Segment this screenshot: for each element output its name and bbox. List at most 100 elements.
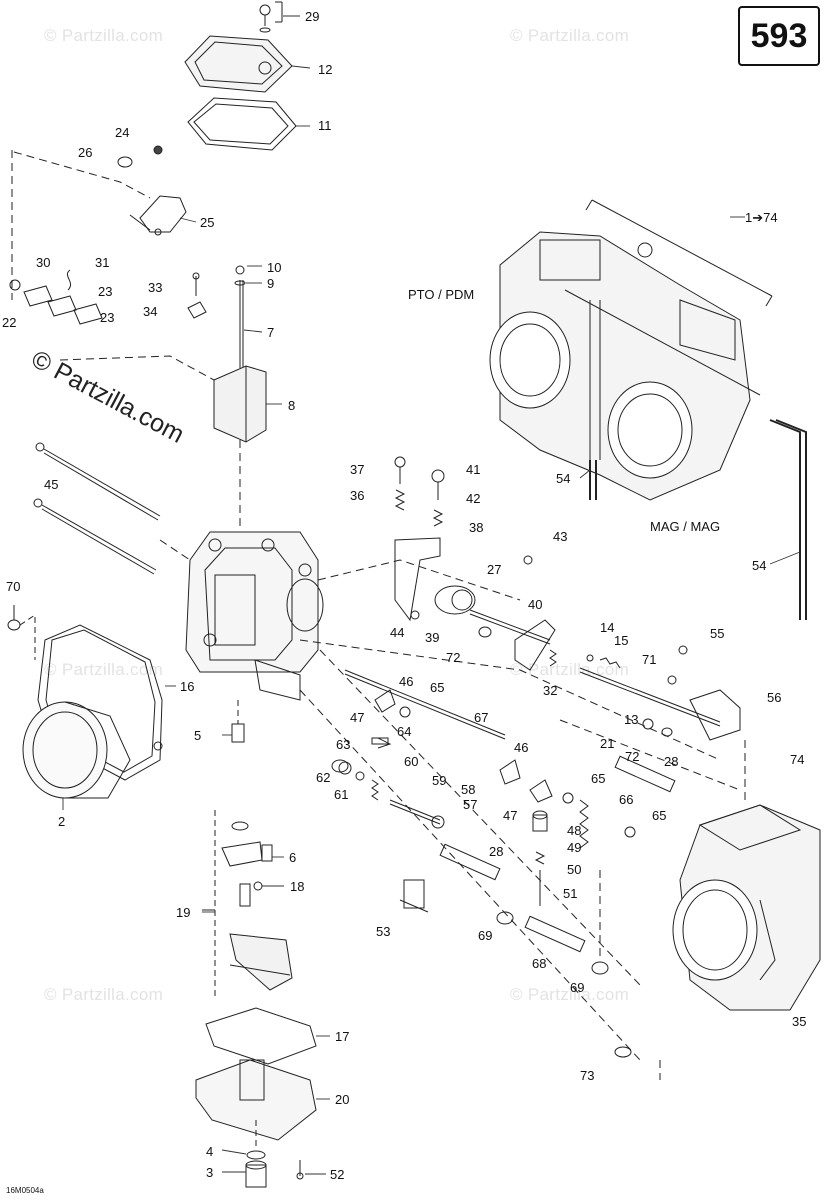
callout-43: 43 <box>553 529 567 544</box>
callout-29: 29 <box>305 9 319 24</box>
watermark: © Partzilla.com <box>44 985 164 1004</box>
spring-part-31 <box>66 269 72 291</box>
callout-51: 51 <box>563 886 577 901</box>
callout-71: 71 <box>642 652 656 667</box>
callout-72: 72 <box>446 650 460 665</box>
bushing-part-26 <box>117 156 133 168</box>
clip-part-30 <box>9 279 21 291</box>
callout-53: 53 <box>376 924 390 939</box>
part-62 <box>338 761 352 775</box>
callout-9: 9 <box>267 276 274 291</box>
callout-55: 55 <box>710 626 724 641</box>
callout-46: 46 <box>399 674 413 689</box>
callout-16: 16 <box>180 679 194 694</box>
callout-17: 17 <box>335 1029 349 1044</box>
intake-adapter-part-2 <box>22 701 131 799</box>
callout-21: 21 <box>600 736 614 751</box>
screw-part-33 <box>192 272 200 296</box>
callout-31: 31 <box>95 255 109 270</box>
carburetor-part-35 <box>672 804 821 1011</box>
callout-47: 47 <box>350 710 364 725</box>
callout-30: 30 <box>36 255 50 270</box>
callout-66: 66 <box>619 792 633 807</box>
slide-part-8 <box>213 365 267 443</box>
drain-plug-part-3 <box>245 1160 267 1188</box>
callout-40: 40 <box>528 597 542 612</box>
callout-23: 23 <box>98 284 112 299</box>
spring-part-50 <box>534 851 546 865</box>
tube-part-28b <box>439 843 501 881</box>
callout-11: 11 <box>318 118 332 133</box>
clip-part-34 <box>187 301 207 319</box>
bracket-part-56 <box>689 689 741 741</box>
fitting-part-53 <box>399 879 429 913</box>
screw-part-41 <box>431 469 445 500</box>
plunger-part-48 <box>532 810 548 832</box>
cover-part-12 <box>184 35 293 93</box>
callout-65: 65 <box>430 680 444 695</box>
washer-part-72 <box>478 626 492 638</box>
screw-part-52 <box>296 1160 304 1180</box>
callout-24: 24 <box>115 125 129 140</box>
plate-part-22 <box>23 285 103 325</box>
callout-4: 4 <box>206 1144 213 1159</box>
callout-34: 34 <box>143 304 157 319</box>
label-pto-pdm: PTO / PDM <box>408 287 474 302</box>
callout-22: 22 <box>2 315 16 330</box>
gasket-part-17 <box>205 1007 317 1065</box>
watermark: © Partzilla.com <box>510 660 630 679</box>
clamp-part-69 <box>496 911 514 925</box>
callout-15: 15 <box>614 633 628 648</box>
tube-part-68 <box>524 915 586 953</box>
callout-35: 35 <box>792 1014 806 1029</box>
callout-59: 59 <box>432 773 446 788</box>
nut-part-58 <box>431 815 445 829</box>
callout-25: 25 <box>200 215 214 230</box>
clip-part-21 <box>642 718 654 730</box>
callout-64: 64 <box>397 724 411 739</box>
lever-part-57 <box>499 759 521 785</box>
carburetor-pair-assembly <box>489 231 761 501</box>
jet-part-5 <box>231 700 245 743</box>
o-ring <box>231 821 249 831</box>
clamp-part-69b <box>591 961 609 975</box>
pin-part-47 <box>371 737 389 745</box>
callout-62: 62 <box>316 770 330 785</box>
callout-28: 28 <box>664 754 678 769</box>
needle-part-7 <box>239 280 244 368</box>
callout-5: 5 <box>194 728 201 743</box>
callout-61: 61 <box>334 787 348 802</box>
bracket-part-25 <box>129 195 187 236</box>
watermark: © Partzilla.com <box>510 985 630 1004</box>
washer-part-9 <box>234 280 246 286</box>
page-number: 593 <box>750 16 808 55</box>
callout-20: 20 <box>335 1092 349 1107</box>
callout-6: 6 <box>289 850 296 865</box>
callout-36: 36 <box>350 488 364 503</box>
bracket-line <box>591 199 773 297</box>
rod-part-67 <box>344 669 506 740</box>
screw-part-37 <box>394 456 406 484</box>
callout-7: 7 <box>267 325 274 340</box>
callout-46: 46 <box>514 740 528 755</box>
clip-part-10 <box>235 265 245 275</box>
screw-part-43 <box>523 555 533 565</box>
label-mag-mag: MAG / MAG <box>650 519 720 534</box>
document-id: 16M0504a <box>6 1186 44 1195</box>
callout-68: 68 <box>532 956 546 971</box>
callout-54: 54 <box>752 558 766 573</box>
callout-58: 58 <box>461 782 475 797</box>
callout-70: 70 <box>6 579 20 594</box>
screw-part-15 <box>586 654 594 662</box>
callout-37: 37 <box>350 462 364 477</box>
callout-65: 65 <box>591 771 605 786</box>
screw-part-70 <box>7 605 21 631</box>
callout-67: 67 <box>474 710 488 725</box>
callout-69: 69 <box>478 928 492 943</box>
callout-57: 57 <box>463 797 477 812</box>
float-bowl-part-20 <box>195 1059 317 1141</box>
callout-73: 73 <box>580 1068 594 1083</box>
callout-48: 48 <box>567 823 581 838</box>
callout-26: 26 <box>78 145 92 160</box>
